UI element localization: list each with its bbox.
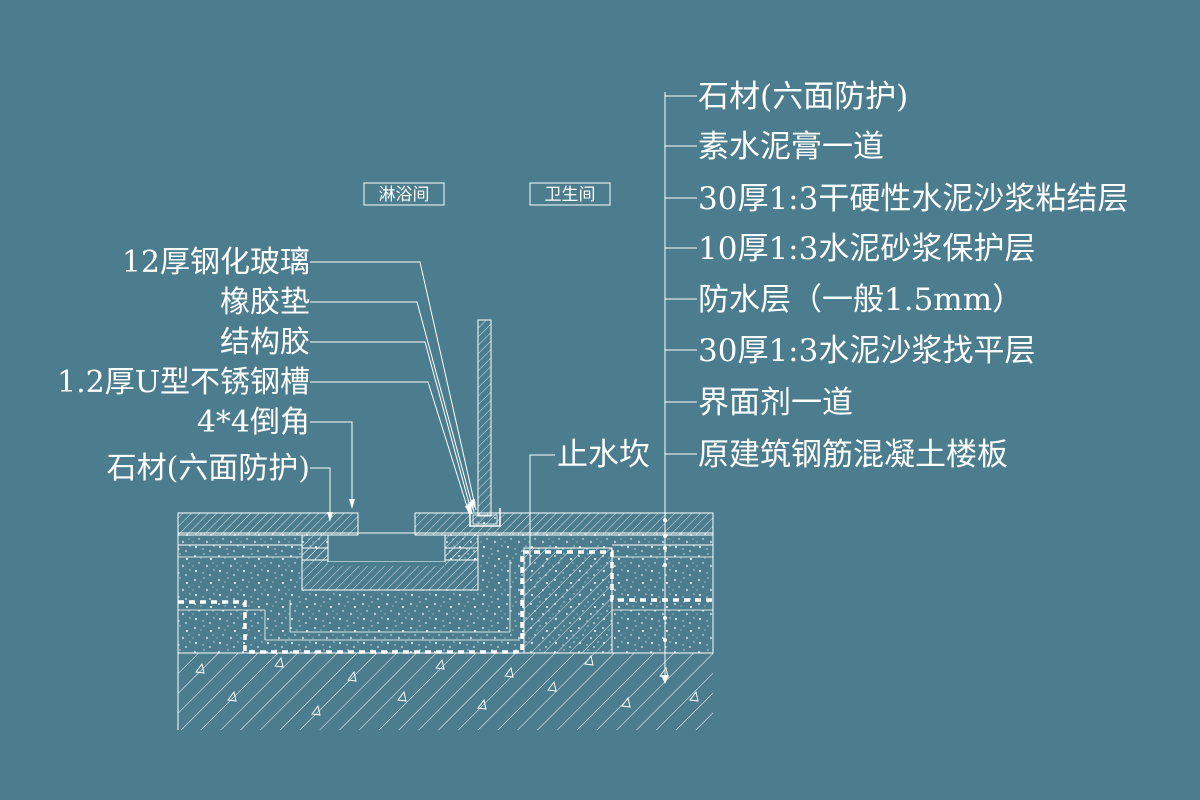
water-stop-curb <box>523 547 613 654</box>
label-protective-layer: 10厚1:3水泥砂浆保护层 <box>698 231 1035 267</box>
label-waterproof-layer: 防水层（一般1.5mm） <box>698 282 1023 318</box>
label-cement-paste: 素水泥膏一道 <box>698 129 884 165</box>
label-tempered-glass: 12厚钢化玻璃 <box>122 245 310 280</box>
label-interface-agent: 界面剂一道 <box>698 385 853 421</box>
concrete-slab <box>177 652 713 730</box>
label-stone-right: 石材(六面防护) <box>698 79 908 115</box>
left-leaders <box>310 261 477 520</box>
label-stone-left: 石材(六面防护) <box>107 451 310 486</box>
label-chamfer: 4*4倒角 <box>197 405 310 440</box>
right-leader <box>661 92 697 684</box>
label-leveling-layer: 30厚1:3水泥沙浆找平层 <box>698 333 1035 369</box>
right-labels: 石材(六面防护) 素水泥膏一道 30厚1:3干硬性水泥沙浆粘结层 10厚1:3水… <box>698 79 1128 473</box>
room-tag-bathroom: 卫生间 <box>529 182 611 206</box>
room-label-shower: 淋浴间 <box>379 185 430 205</box>
label-structural-adhesive: 结构胶 <box>220 325 310 360</box>
left-arrows <box>327 499 476 522</box>
room-label-bathroom: 卫生间 <box>545 185 596 205</box>
u-steel-channel <box>469 508 501 527</box>
label-bonding-layer: 30厚1:3干硬性水泥沙浆粘结层 <box>698 181 1128 217</box>
curb-leader <box>529 454 555 565</box>
glass-panel <box>477 319 492 517</box>
left-labels: 12厚钢化玻璃 橡胶垫 结构胶 1.2厚U型不锈钢槽 4*4倒角 石材(六面防护… <box>57 245 310 486</box>
room-tag-shower: 淋浴间 <box>363 182 445 206</box>
waterproof-layer <box>178 550 713 654</box>
label-rubber-gasket: 橡胶垫 <box>220 285 310 320</box>
label-u-steel-channel: 1.2厚U型不锈钢槽 <box>57 365 310 400</box>
label-concrete-slab: 原建筑钢筋混凝土楼板 <box>698 437 1008 473</box>
label-water-stop-curb: 止水坎 <box>557 437 650 473</box>
